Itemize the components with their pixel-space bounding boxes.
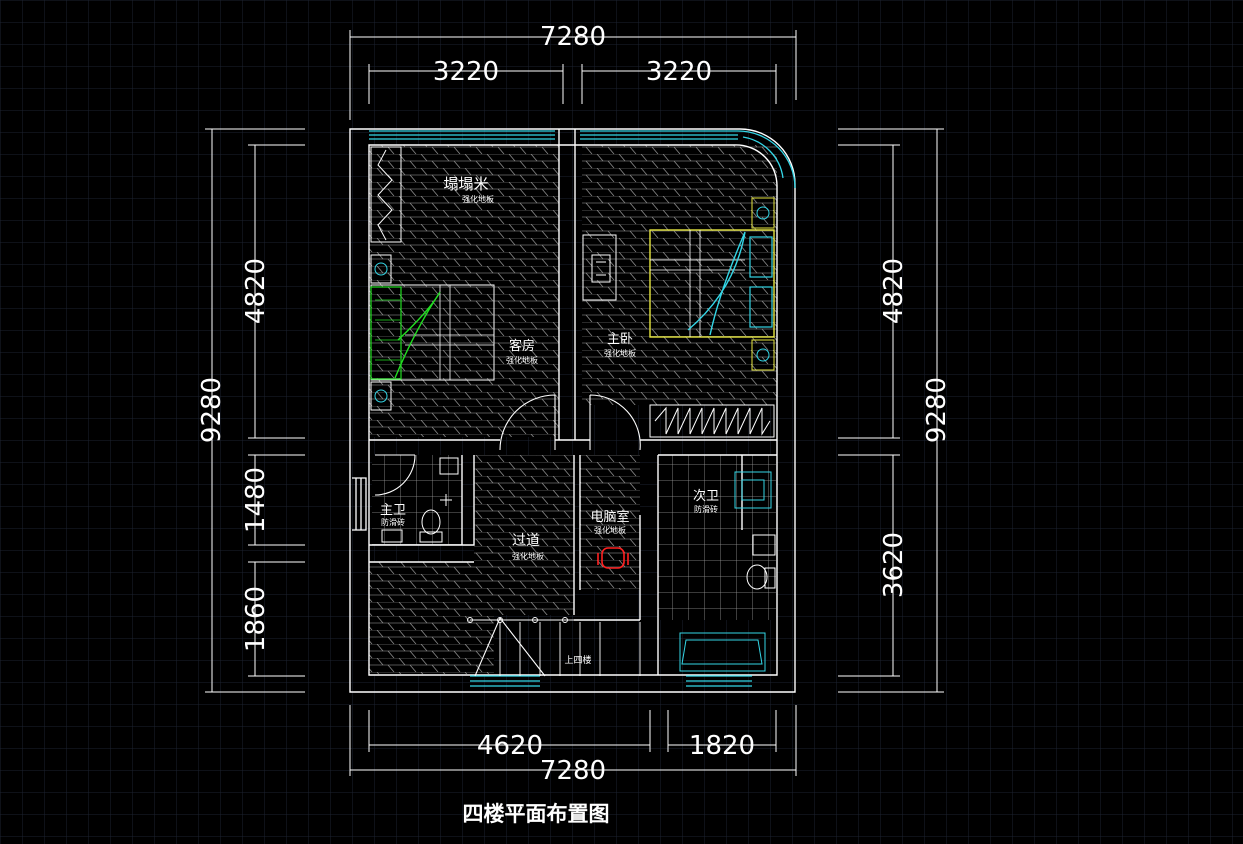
tv-cabinet <box>582 234 617 301</box>
stair-label: 上四楼 <box>564 654 591 666</box>
dimension-lines <box>205 30 944 776</box>
room-study-floor: 强化地板 <box>594 525 626 535</box>
wardrobe-tatami <box>370 146 402 243</box>
room-corridor-name: 过道 <box>512 533 540 549</box>
room-tatami-floor: 强化地板 <box>462 194 494 204</box>
wardrobe-master <box>649 404 775 438</box>
room-master-bath-floor: 防滑砖 <box>381 517 405 527</box>
room-study-name: 电脑室 <box>590 509 629 525</box>
inner-outline <box>368 144 778 676</box>
room-master-name: 主卧 <box>607 332 633 347</box>
bath-fixtures <box>381 457 776 672</box>
dim-top-left: 3220 <box>433 57 499 87</box>
study-chair <box>597 547 629 569</box>
dim-left-lower: 1860 <box>241 586 271 652</box>
dim-bottom-left: 4620 <box>477 731 543 761</box>
dim-top-total: 7280 <box>540 22 606 52</box>
partition-study <box>573 455 659 675</box>
dim-right-upper: 4820 <box>879 258 909 324</box>
dim-right-lower: 3620 <box>879 532 909 598</box>
room-master-bath-name: 主卫 <box>380 503 406 518</box>
partition-bedrooms <box>558 129 576 440</box>
room-master-floor: 强化地板 <box>604 348 636 358</box>
room-tatami-name: 塌塌米 <box>443 175 488 193</box>
room-guest-name: 客房 <box>509 338 535 354</box>
dim-top-right: 3220 <box>646 57 712 87</box>
drawing-caption: 四楼平面布置图 <box>463 802 610 826</box>
dim-right-total: 9280 <box>922 377 952 443</box>
room-guest-floor: 强化地板 <box>506 355 538 365</box>
windows <box>352 130 796 687</box>
guest-bed <box>370 254 495 411</box>
partition-bath-left <box>369 455 475 546</box>
dim-bottom-total: 7280 <box>540 756 606 786</box>
floor-hatching <box>369 145 777 674</box>
staircase <box>467 617 641 676</box>
room-second-bath-name: 次卫 <box>693 488 719 504</box>
master-bed <box>649 197 775 371</box>
room-second-bath-floor: 防滑砖 <box>694 504 718 514</box>
dim-left-mid: 1480 <box>241 467 271 533</box>
room-corridor-floor: 强化地板 <box>512 551 544 561</box>
dim-left-total: 9280 <box>197 377 227 443</box>
dim-bottom-right: 1820 <box>689 731 755 761</box>
doors <box>374 394 641 677</box>
dim-left-upper: 4820 <box>241 258 271 324</box>
